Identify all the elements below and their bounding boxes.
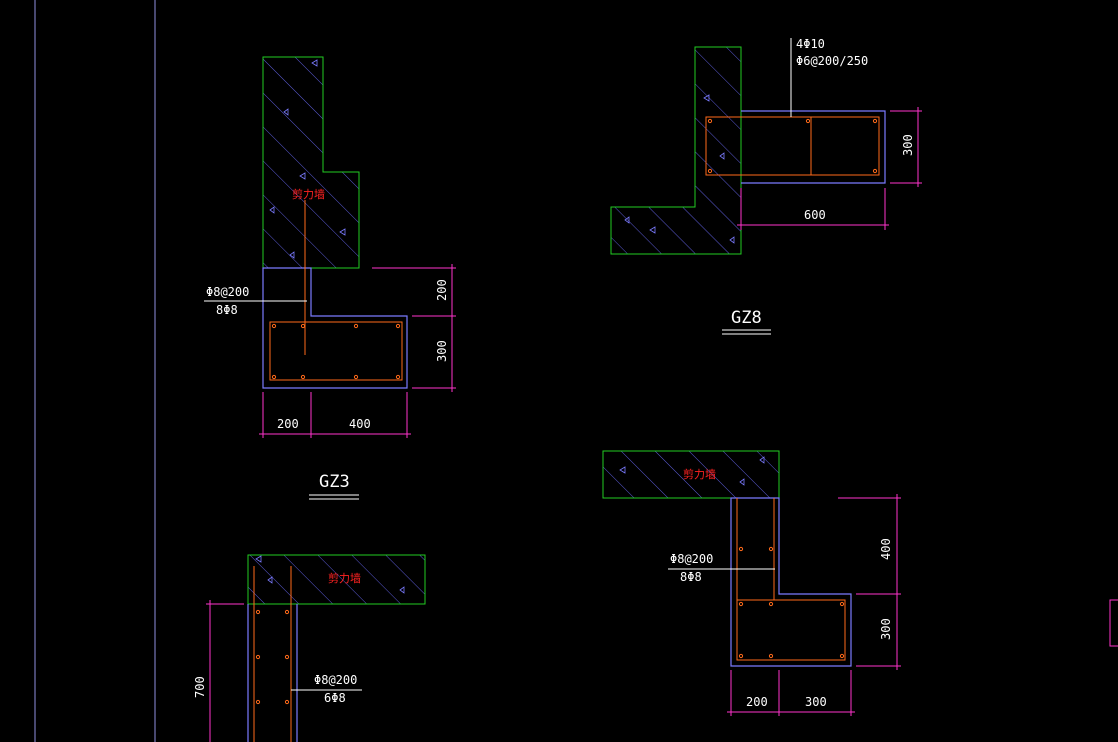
wall-label: 剪力墙	[683, 467, 716, 481]
rebar-stirrup	[269, 321, 403, 381]
dimension-lines	[259, 264, 456, 438]
column-outline	[741, 110, 886, 184]
dim-right-width: 300	[805, 695, 827, 709]
main-bar-note: 4Φ10	[796, 37, 825, 51]
section-left-lower[interactable]: 剪力墙 Φ8@200 6Φ8 700	[193, 554, 426, 742]
dim-upper: 400	[879, 538, 893, 560]
dim-top: 200	[435, 279, 449, 301]
shear-wall-hatch	[247, 554, 426, 605]
main-bar-note: 8Φ8	[680, 570, 702, 584]
section-right-lower[interactable]: 剪力墙 Φ8@200 8Φ8 400 300 200 300	[602, 450, 901, 716]
dim-height: 700	[193, 676, 207, 698]
concrete-texture	[624, 94, 735, 244]
stirrup-note: Φ8@200	[314, 673, 357, 687]
concrete-texture	[255, 555, 405, 594]
rebar-bars	[271, 323, 401, 380]
partial-object-edge	[1109, 599, 1118, 647]
concrete-texture	[619, 456, 765, 486]
rebar-bars	[707, 118, 878, 174]
shear-wall-hatch	[610, 46, 742, 255]
rebar-legs	[736, 498, 775, 600]
section-title: GZ3	[319, 472, 350, 492]
rebar-legs	[253, 566, 292, 742]
dim-left-width: 200	[746, 695, 768, 709]
section-title: GZ8	[731, 308, 762, 328]
wall-label: 剪力墙	[292, 187, 325, 201]
dim-height: 300	[901, 134, 915, 156]
wall-label: 剪力墙	[328, 571, 361, 585]
dimension-lines	[737, 107, 922, 230]
rebar-bars	[255, 609, 290, 705]
rebar-bars	[738, 546, 845, 659]
shear-wall-hatch	[602, 450, 780, 499]
column-outline	[262, 267, 408, 389]
concrete-texture	[269, 59, 346, 259]
dim-right-width: 400	[349, 417, 371, 431]
column-outline	[730, 497, 852, 667]
stirrup-note: Φ6@200/250	[796, 54, 868, 68]
dim-length: 600	[804, 208, 826, 222]
shear-wall-hatch	[262, 56, 360, 269]
section-gz8[interactable]: 4Φ10 Φ6@200/250 300 600 GZ8	[610, 37, 922, 335]
section-gz3[interactable]: 剪力墙 Φ8@200 8Φ8 200 300 200 400 GZ3	[204, 56, 456, 500]
main-bar-note: 6Φ8	[324, 691, 346, 705]
dimension-lines	[206, 600, 244, 742]
dim-lower: 300	[879, 618, 893, 640]
column-outline	[247, 604, 298, 742]
dimension-lines	[727, 494, 901, 716]
stirrup-note: Φ8@200	[670, 552, 713, 566]
rebar-stirrup	[736, 599, 846, 661]
stirrup-note: Φ8@200	[206, 285, 249, 299]
dim-left-width: 200	[277, 417, 299, 431]
main-bar-note: 8Φ8	[216, 303, 238, 317]
rebar-stirrup	[705, 116, 880, 176]
dim-bottom: 300	[435, 340, 449, 362]
